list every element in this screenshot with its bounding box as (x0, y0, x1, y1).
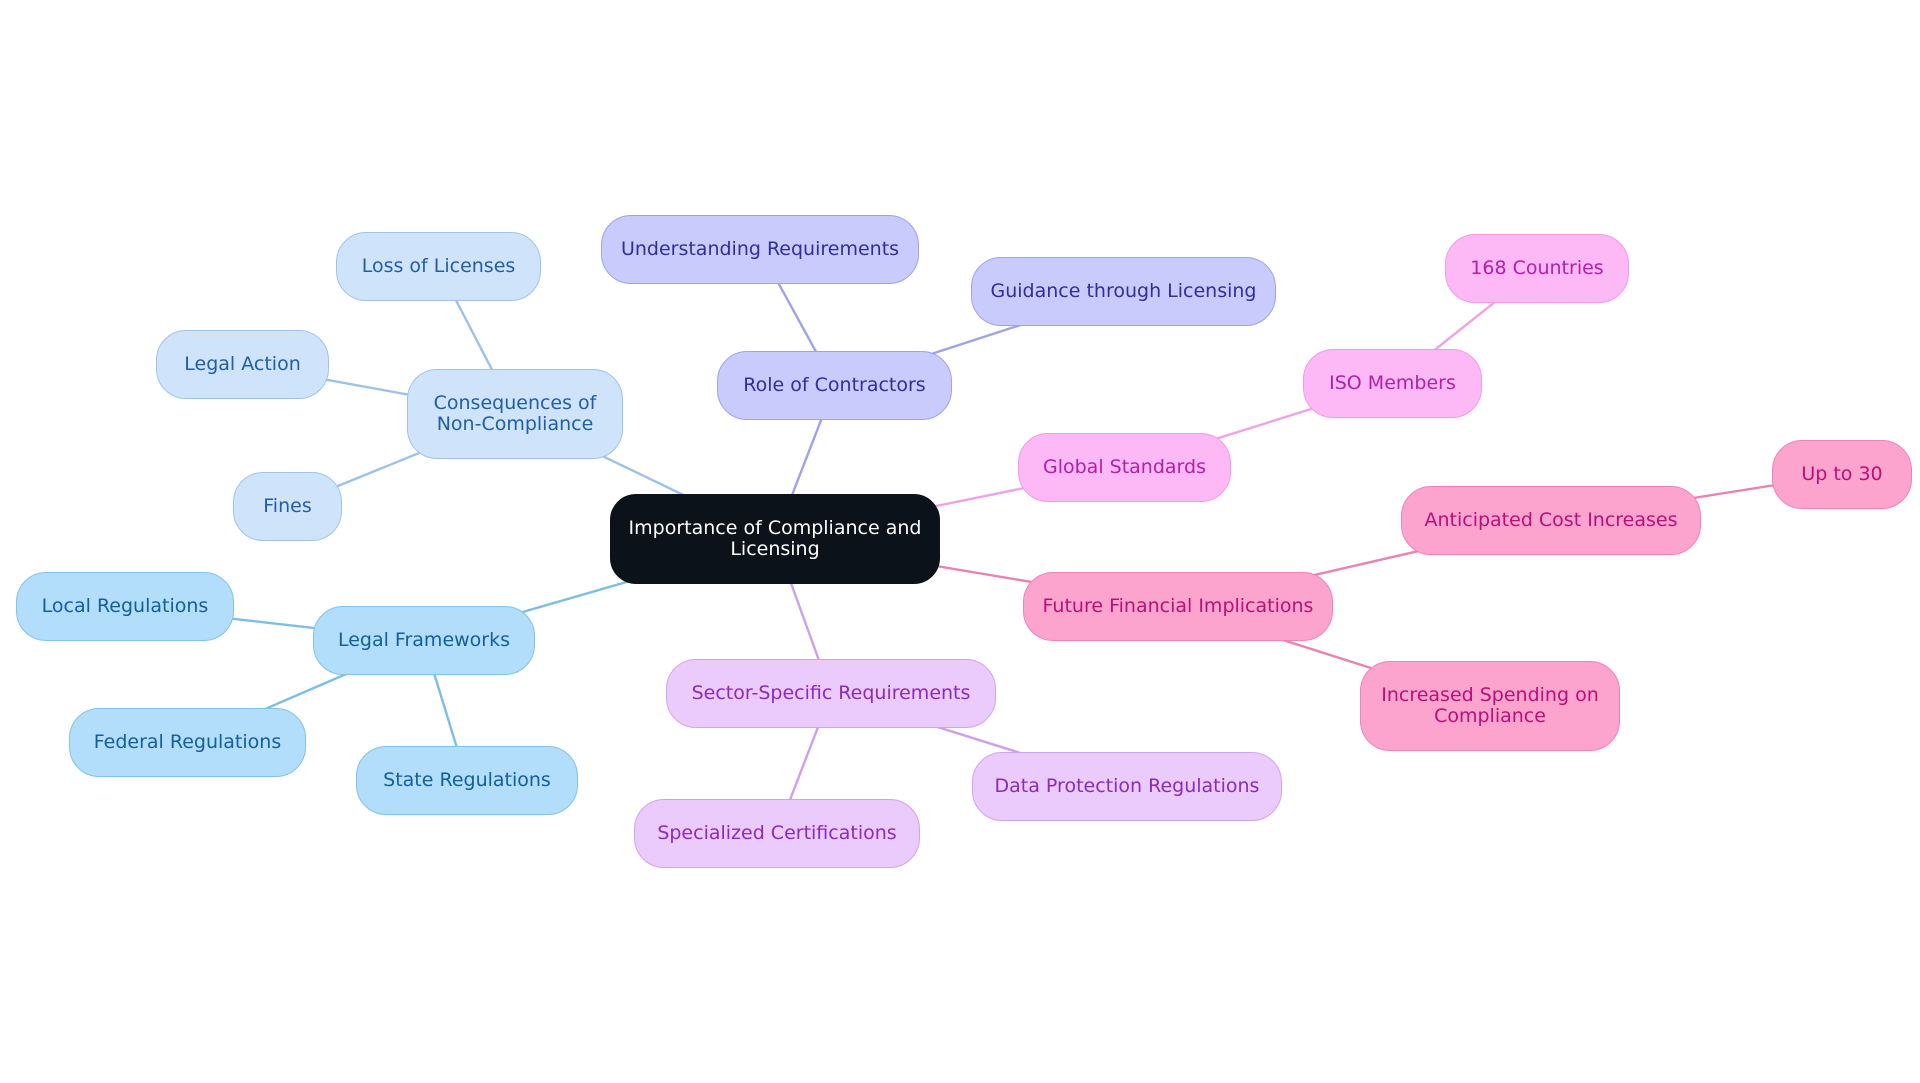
node-state-label: State Regulations (383, 769, 551, 791)
node-legal-label: Legal Frameworks (337, 629, 511, 651)
node-loss-licenses: Loss of Licenses (336, 232, 541, 301)
node-federal: Federal Regulations (69, 708, 306, 777)
node-sector: Sector-Specific Requirements (666, 659, 996, 728)
node-data-protection: Data Protection Regulations (972, 752, 1282, 821)
node-certifications: Specialized Certifications (634, 799, 920, 868)
node-understanding-label: Understanding Requirements (620, 238, 900, 260)
node-state: State Regulations (356, 746, 578, 815)
node-global-label: Global Standards (1043, 456, 1206, 478)
node-countries-label: 168 Countries (1470, 257, 1604, 279)
node-financial: Future Financial Implications (1023, 572, 1333, 641)
node-local-label: Local Regulations (41, 595, 209, 617)
node-legal: Legal Frameworks (313, 606, 535, 675)
node-legal-action: Legal Action (156, 330, 329, 399)
node-contractors: Role of Contractors (717, 351, 952, 420)
node-consequences: Consequences of Non-Compliance (407, 369, 623, 459)
node-cost-increases: Anticipated Cost Increases (1401, 486, 1701, 555)
node-loss-licenses-label: Loss of Licenses (361, 255, 516, 277)
node-upto30: Up to 30 (1772, 440, 1912, 509)
node-sector-label: Sector-Specific Requirements (691, 682, 971, 704)
node-local: Local Regulations (16, 572, 234, 641)
node-iso: ISO Members (1303, 349, 1482, 418)
node-fines: Fines (233, 472, 342, 541)
node-upto30-label: Up to 30 (1801, 463, 1883, 485)
node-contractors-label: Role of Contractors (743, 374, 926, 396)
node-guidance: Guidance through Licensing (971, 257, 1276, 326)
node-data-protection-label: Data Protection Regulations (994, 775, 1260, 797)
node-root: Importance of Compliance and Licensing (610, 494, 940, 584)
node-financial-label: Future Financial Implications (1042, 595, 1314, 617)
node-spending: Increased Spending on Compliance (1360, 661, 1620, 751)
node-spending-label: Increased Spending on Compliance (1381, 684, 1599, 727)
node-iso-label: ISO Members (1329, 372, 1456, 394)
node-guidance-label: Guidance through Licensing (990, 280, 1257, 302)
node-fines-label: Fines (263, 495, 312, 517)
node-global: Global Standards (1018, 433, 1231, 502)
node-root-label: Importance of Compliance and Licensing (628, 517, 922, 560)
node-cost-increases-label: Anticipated Cost Increases (1424, 509, 1678, 531)
node-legal-action-label: Legal Action (184, 353, 301, 375)
node-understanding: Understanding Requirements (601, 215, 919, 284)
node-consequences-label: Consequences of Non-Compliance (433, 392, 597, 435)
node-countries: 168 Countries (1445, 234, 1629, 303)
node-certifications-label: Specialized Certifications (657, 822, 897, 844)
node-federal-label: Federal Regulations (93, 731, 282, 753)
